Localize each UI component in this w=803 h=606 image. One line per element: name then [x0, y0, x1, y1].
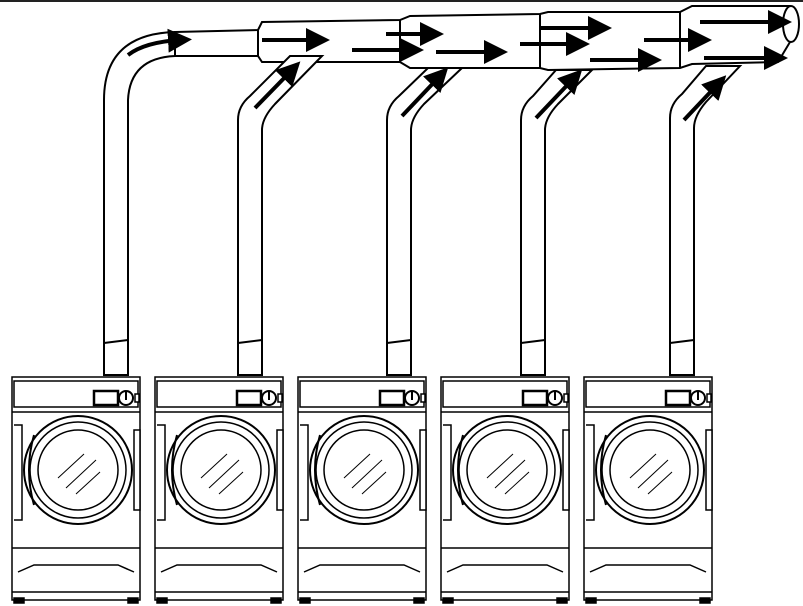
door-handle: [457, 434, 464, 506]
lint-drawer: [160, 564, 278, 573]
dryer-foot: [156, 597, 168, 604]
riser-3: [386, 67, 465, 376]
airflow-arrows: [126, 10, 792, 122]
dryer-door-glass: [37, 429, 119, 511]
glass-reflection: [486, 453, 514, 479]
door-hinge: [14, 424, 23, 521]
duct-outlet: [782, 5, 800, 43]
top-border: [0, 0, 803, 2]
door-latch: [133, 429, 141, 511]
door-hinge: [586, 424, 595, 521]
airflow-arrow: [126, 28, 192, 57]
riser-5: [669, 65, 743, 376]
lint-drawer: [303, 564, 421, 573]
riser-4: [520, 69, 595, 376]
lint-drawer: [17, 564, 135, 573]
glass-reflection: [629, 453, 657, 479]
dryer-door-glass: [466, 429, 548, 511]
airflow-arrow: [534, 69, 583, 120]
door-hinge: [443, 424, 452, 521]
riser-2-clamp: [237, 339, 263, 344]
door-latch: [705, 429, 713, 511]
dryer-foot: [699, 597, 711, 604]
glass-reflection: [494, 459, 526, 489]
glass-reflection: [647, 471, 673, 495]
dryer-switch: [134, 393, 140, 403]
door-hinge: [300, 424, 309, 521]
glass-reflection: [218, 471, 244, 495]
door-hinge: [157, 424, 166, 521]
glass-reflection: [208, 459, 240, 489]
dryer-switch: [420, 393, 426, 403]
dryer-switch: [563, 393, 569, 403]
dryer-unit: [154, 376, 284, 604]
dryer-display: [92, 389, 120, 407]
dryer-foot: [556, 597, 568, 604]
dryer-unit: [583, 376, 713, 604]
dryer-switch: [706, 393, 712, 403]
dryer-door-glass: [609, 429, 691, 511]
dryer-display: [664, 389, 692, 407]
airflow-arrow: [253, 61, 301, 110]
dryer-foot: [13, 597, 25, 604]
door-handle: [600, 434, 607, 506]
dryer-foot: [270, 597, 282, 604]
glass-reflection: [65, 459, 97, 489]
lint-drawer: [446, 564, 564, 573]
door-latch: [276, 429, 284, 511]
dryer-foot: [442, 597, 454, 604]
door-latch: [419, 429, 427, 511]
dryer-display: [521, 389, 549, 407]
door-handle: [314, 434, 321, 506]
riser-2: [237, 55, 325, 376]
dryer-unit: [11, 376, 141, 604]
dryer-door-glass: [180, 429, 262, 511]
riser-1-clamp: [103, 339, 129, 344]
dryer-display: [378, 389, 406, 407]
dryer-foot: [299, 597, 311, 604]
door-handle: [28, 434, 35, 506]
glass-reflection: [75, 471, 101, 495]
airflow-arrow: [682, 75, 727, 122]
door-handle: [171, 434, 178, 506]
riser-3-clamp: [386, 339, 412, 344]
glass-reflection: [504, 471, 530, 495]
riser-1: [103, 30, 176, 376]
glass-reflection: [343, 453, 371, 479]
dryer-door-glass: [323, 429, 405, 511]
lint-drawer: [589, 564, 707, 573]
dryer-foot: [413, 597, 425, 604]
glass-reflection: [200, 453, 228, 479]
door-latch: [562, 429, 570, 511]
dryer-row: [11, 376, 713, 604]
riser-5-clamp: [669, 339, 695, 344]
glass-reflection: [351, 459, 383, 489]
riser-4-clamp: [520, 339, 546, 344]
risers: [103, 30, 743, 376]
glass-reflection: [637, 459, 669, 489]
airflow-arrow: [400, 67, 449, 118]
dryer-foot: [585, 597, 597, 604]
dryer-foot: [127, 597, 139, 604]
dryer-unit: [297, 376, 427, 604]
dryer-display: [235, 389, 263, 407]
dryer-unit: [440, 376, 570, 604]
dryer-switch: [277, 393, 283, 403]
glass-reflection: [361, 471, 387, 495]
glass-reflection: [57, 453, 85, 479]
